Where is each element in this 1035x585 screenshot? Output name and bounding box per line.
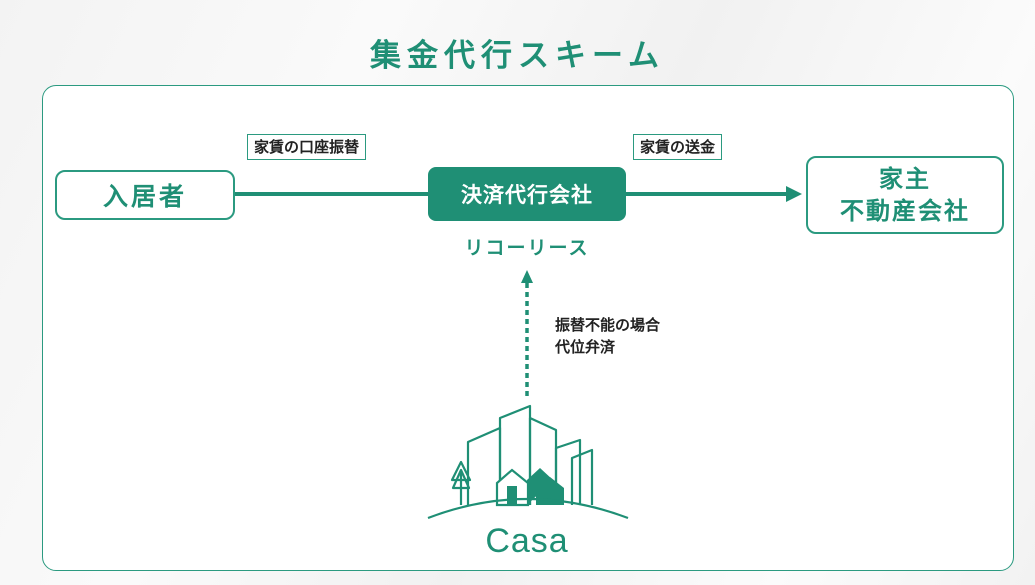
node-landlord: 家主 不動産会社 [806, 156, 1004, 234]
fallback-note: 振替不能の場合 代位弁済 [555, 314, 660, 358]
diagram-title: 集金代行スキーム [369, 38, 666, 74]
node-tenant: 入居者 [55, 170, 235, 220]
node-payment-agent: 決済代行会社 [428, 167, 626, 221]
node-tenant-label: 入居者 [102, 182, 187, 211]
node-landlord-line2: 不動産会社 [840, 197, 970, 225]
arrowhead-to-agent [521, 270, 533, 283]
fallback-note-line1: 振替不能の場合 [555, 316, 661, 334]
casa-logo-wordmark: Casa [485, 522, 568, 560]
node-payment-agent-label: 決済代行会社 [461, 183, 593, 207]
node-landlord-line1: 家主 [879, 165, 931, 193]
payment-agent-company-name: リコーリース [464, 237, 590, 259]
fallback-note-line2: 代位弁済 [555, 338, 616, 356]
casa-hill-arc [427, 497, 629, 520]
casa-house-icons [495, 468, 564, 507]
casa-logo-graphic [450, 404, 594, 505]
arrowhead-to-landlord [786, 186, 802, 202]
label-rent-debit: 家賃の口座振替 [247, 134, 367, 160]
label-rent-remittance: 家賃の送金 [633, 134, 723, 160]
